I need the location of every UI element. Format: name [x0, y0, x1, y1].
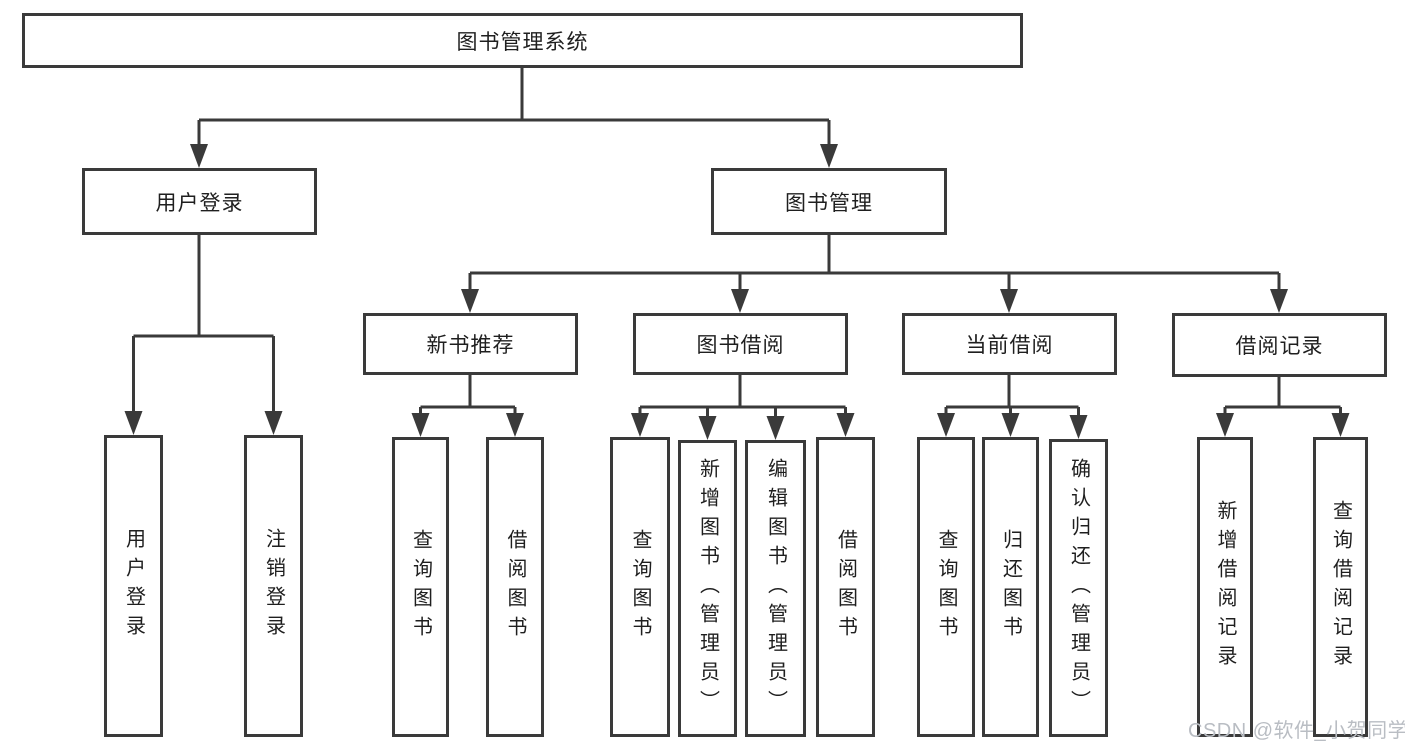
node-book-borrowing: 图书借阅 — [633, 313, 848, 375]
node-label: 归还图书 — [999, 529, 1022, 645]
node-label: 借阅图书 — [834, 529, 857, 645]
node-label: 新书推荐 — [426, 334, 515, 357]
node-label: 借阅图书 — [504, 529, 526, 645]
node-label: 新增借阅记录 — [1214, 500, 1236, 674]
node-label: 用户登录 — [155, 191, 244, 215]
node-borrowing-records: 借阅记录 — [1172, 313, 1387, 377]
node-label: 注销登录 — [262, 528, 285, 644]
leaf-borrow-books-recommend: 借阅图书 — [486, 437, 544, 737]
node-library-management-system: 图书管理系统 — [22, 13, 1023, 68]
node-label: 图书借阅 — [696, 334, 785, 357]
leaf-confirm-return-admin: 确认归还（管理员） — [1049, 439, 1108, 737]
leaf-query-books-borrow: 查询图书 — [610, 437, 670, 737]
node-new-book-recommendation: 新书推荐 — [363, 313, 578, 375]
leaf-query-books-current: 查询图书 — [917, 437, 975, 737]
leaf-add-books-admin: 新增图书（管理员） — [678, 440, 737, 737]
node-user-login: 用户登录 — [82, 168, 317, 235]
leaf-add-borrow-record: 新增借阅记录 — [1197, 437, 1253, 737]
node-book-management: 图书管理 — [711, 168, 947, 235]
node-current-borrowing: 当前借阅 — [902, 313, 1117, 375]
node-label: 借阅记录 — [1235, 335, 1324, 358]
node-label: 用户登录 — [122, 528, 145, 644]
leaf-edit-books-admin: 编辑图书（管理员） — [745, 440, 806, 737]
node-label: 查询图书 — [409, 529, 432, 645]
node-label: 确认归还（管理员） — [1067, 457, 1090, 719]
node-label: 新增图书（管理员） — [696, 458, 719, 719]
leaf-return-books: 归还图书 — [982, 437, 1039, 737]
leaf-query-books-recommend: 查询图书 — [392, 437, 449, 737]
leaf-query-borrow-record: 查询借阅记录 — [1313, 437, 1368, 737]
csdn-watermark: CSDN @软件_小贺同学 — [1188, 720, 1405, 742]
node-label: 当前借阅 — [965, 334, 1054, 357]
leaf-user-login: 用户登录 — [104, 435, 163, 737]
node-label: 查询图书 — [629, 529, 651, 645]
node-label: 图书管理系统 — [456, 30, 589, 54]
leaf-logout-login: 注销登录 — [244, 435, 303, 737]
leaf-borrow-books-borrow: 借阅图书 — [816, 437, 875, 737]
node-label: 查询图书 — [935, 529, 957, 645]
node-label: 编辑图书（管理员） — [764, 458, 787, 719]
node-label: 图书管理 — [785, 191, 873, 215]
node-label: 查询借阅记录 — [1329, 500, 1352, 674]
